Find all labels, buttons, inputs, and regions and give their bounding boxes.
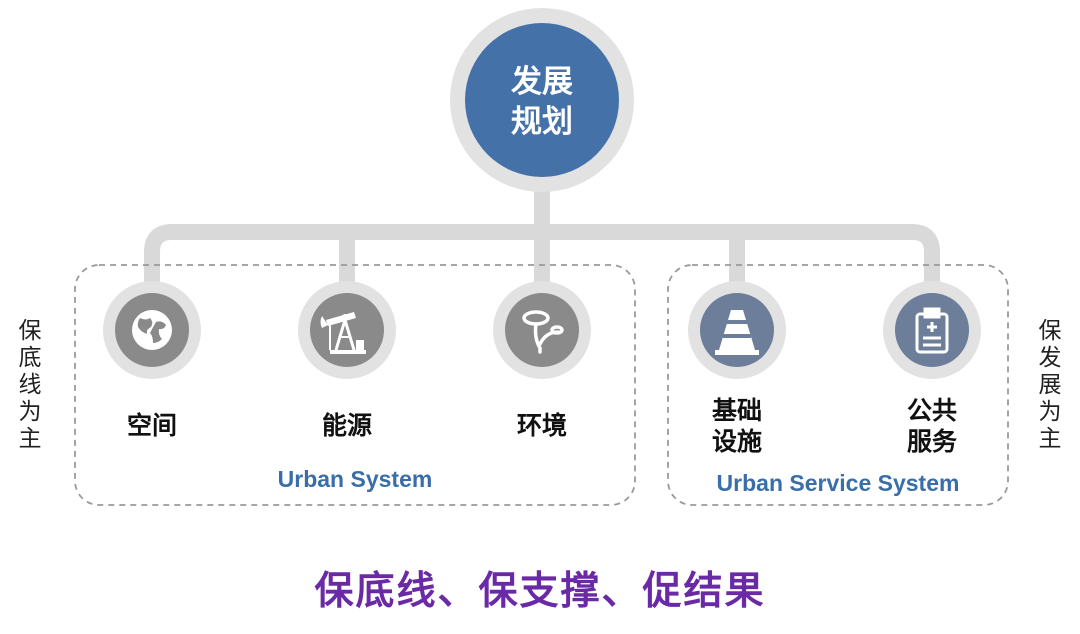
traffic-cone-icon — [715, 310, 759, 355]
side-label-right: 保发展为主 — [1038, 318, 1062, 452]
node-label-infrastructure: 基础 设施 — [711, 396, 762, 456]
group-label-urban-system: Urban System — [277, 466, 433, 492]
clipboard-icon — [915, 307, 949, 354]
node-energy — [298, 281, 396, 379]
node-label-space: 空间 — [126, 411, 177, 440]
oil-pump-icon — [320, 312, 366, 354]
node-label-environment: 环境 — [516, 411, 567, 440]
group-label-urban-service-system: Urban Service System — [716, 470, 960, 496]
group-frame-urban-service-system — [667, 264, 1009, 506]
node-label-energy: 能源 — [321, 411, 372, 440]
center-label: 发展 规划 — [511, 64, 573, 140]
node-infrastructure — [688, 281, 786, 379]
node-space — [103, 281, 201, 379]
globe-icon — [132, 310, 172, 350]
center-node — [450, 8, 634, 192]
connector-right-arc — [904, 224, 940, 338]
node-label-public-service: 公共 服务 — [906, 396, 957, 456]
node-environment — [493, 281, 591, 379]
footer-slogan: 保底线、保支撑、促结果 — [314, 569, 766, 614]
node-public-service — [883, 281, 981, 379]
side-label-left: 保底线为主 — [18, 318, 42, 452]
sprout-icon — [522, 310, 564, 354]
connector-left-arc — [144, 224, 180, 338]
group-frame-urban-system — [74, 264, 636, 506]
